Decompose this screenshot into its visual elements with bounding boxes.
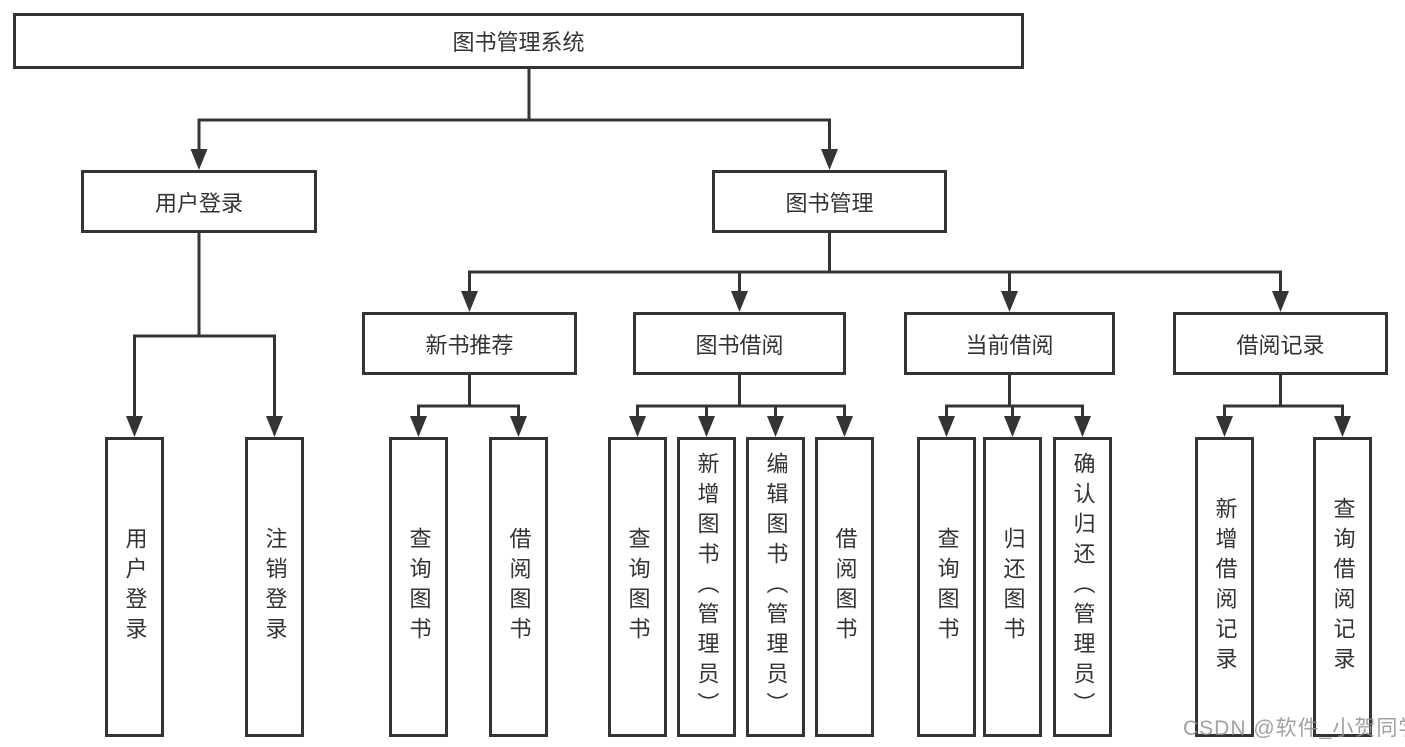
leaf-bb-query-books: 查询图书	[608, 437, 667, 737]
leaf-cb-confirm-return-admin: 确认归还（管理员）	[1053, 437, 1112, 737]
leaf-cb-confirm-return-admin-label: 确认归还（管理员）	[1070, 452, 1096, 722]
leaf-logout: 注销登录	[245, 437, 304, 737]
leaf-bb-add-book-admin: 新增图书（管理员）	[677, 437, 736, 737]
leaf-bb-edit-book-admin: 编辑图书（管理员）	[746, 437, 805, 737]
leaf-logout-label: 注销登录	[262, 527, 288, 647]
leaf-bb-edit-book-admin-label: 编辑图书（管理员）	[763, 452, 789, 722]
leaf-bb-query-books-label: 查询图书	[625, 527, 651, 647]
csdn-watermark: CSDN @软件_小贺同学	[1183, 717, 1405, 740]
node-borrowing-records: 借阅记录	[1173, 312, 1388, 375]
node-new-book-recommend: 新书推荐	[362, 312, 577, 375]
leaf-bb-add-book-admin-label: 新增图书（管理员）	[694, 452, 720, 722]
leaf-bb-borrow-books: 借阅图书	[815, 437, 874, 737]
node-book-borrowing: 图书借阅	[633, 312, 846, 375]
leaf-user-login: 用户登录	[105, 437, 164, 737]
node-book-management: 图书管理	[712, 170, 947, 233]
leaf-cb-query-books-label: 查询图书	[934, 527, 960, 647]
node-root: 图书管理系统	[13, 13, 1024, 69]
leaf-cb-return-books: 归还图书	[983, 437, 1042, 737]
node-current-borrowing: 当前借阅	[904, 312, 1115, 375]
leaf-br-query-borrow-record-label: 查询借阅记录	[1330, 497, 1356, 677]
leaf-nb-query-books-label: 查询图书	[406, 527, 432, 647]
leaf-cb-return-books-label: 归还图书	[1000, 527, 1026, 647]
leaf-nb-query-books: 查询图书	[389, 437, 448, 737]
leaf-user-login-label: 用户登录	[122, 527, 148, 647]
leaf-br-add-borrow-record: 新增借阅记录	[1195, 437, 1254, 737]
leaf-br-add-borrow-record-label: 新增借阅记录	[1212, 497, 1238, 677]
leaf-nb-borrow-books: 借阅图书	[489, 437, 548, 737]
leaf-bb-borrow-books-label: 借阅图书	[832, 527, 858, 647]
leaf-br-query-borrow-record: 查询借阅记录	[1313, 437, 1372, 737]
leaf-nb-borrow-books-label: 借阅图书	[506, 527, 532, 647]
node-user-login: 用户登录	[81, 170, 317, 233]
leaf-cb-query-books: 查询图书	[917, 437, 976, 737]
